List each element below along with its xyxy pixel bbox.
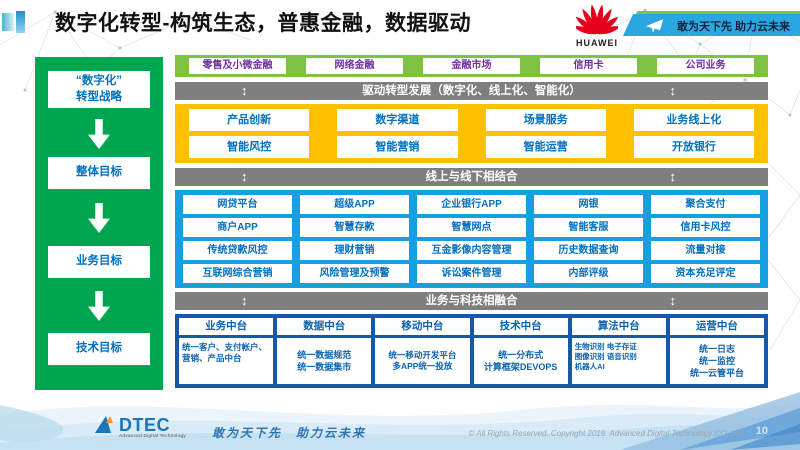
banner-label: 业务与科技相融合: [425, 295, 518, 307]
platform-column-operation: 运营中台 统一日志 统一监控 统一云管平台: [669, 318, 765, 384]
capability-box: 智能风控: [189, 136, 310, 158]
scenario-box: 智慧存款: [300, 218, 409, 237]
scenario-row: 互联网综合营销风险管理及预警诉讼案件管理内部评级资本充足评定: [183, 264, 760, 283]
copyright-text: © All Rights Reserved. Copyright 2019. A…: [468, 429, 742, 438]
capability-section: 产品创新 数字渠道 场景服务 业务线上化 智能风控 智能营销 智能运营 开放银行: [175, 104, 768, 163]
scenario-row: 传统贷款风控理财营销互金影像内容管理历史数据查询流量对接: [183, 241, 760, 260]
updown-arrow-icon: ↕: [669, 293, 677, 308]
scenario-row: 商户APP 智慧存款智慧网点智能客服信用卡风控: [183, 218, 760, 237]
scenario-box: 信用卡风控: [651, 218, 760, 237]
scenario-box: 传统贷款风控: [183, 241, 292, 260]
scenario-row: 网贷平台超级APP 企业银行APP 网银聚合支付: [183, 195, 760, 214]
adtec-logo-text: DTEC Advanced Digital Technology: [119, 416, 186, 440]
paper-plane-icon: [645, 19, 664, 33]
adtec-subtitle: Advanced Digital Technology: [119, 434, 186, 439]
capability-box: 产品创新: [189, 109, 310, 131]
scenario-section: 网贷平台超级APP 企业银行APP 网银聚合支付 商户APP 智慧存款智慧网点智能客服…: [175, 190, 768, 288]
platform-detail: 统一移动开发平台 多APP统一投放: [375, 338, 470, 384]
updown-arrow-icon: ↕: [669, 83, 677, 98]
middle-platform-section: 业务中台 统一客户、支付帐户、营销、产品中台 数据中台 统一数据规范 统一数据集…: [175, 314, 768, 388]
adtec-wordmark: DTEC: [119, 415, 170, 435]
scenario-box: 网贷平台: [183, 195, 292, 214]
adtec-logo: DTEC Advanced Digital Technology: [95, 416, 186, 440]
business-lines-row: 零售及小微金融 网络金融 金融市场 信用卡 公司业务: [175, 55, 768, 77]
business-line-box: 公司业务: [657, 58, 754, 74]
platform-detail: 统一分布式 计算框架DEVOPS: [473, 338, 568, 384]
sidebar-item-business-goal: 业务目标: [48, 246, 150, 278]
top-banner-tagline: 敢为天下先 助力云未来: [677, 20, 791, 33]
banner-drive-transformation: ↕ 驱动转型发展（数字化、线上化、智能化） ↕: [175, 82, 768, 100]
page-title: 数字化转型-构筑生态，普惠金融，数据驱动: [55, 12, 471, 35]
huawei-logo: HUAWEI: [570, 3, 624, 48]
business-line-box: 网络金融: [306, 58, 403, 74]
adtec-triangle-icon: [95, 416, 113, 433]
capability-box: 智能营销: [337, 136, 458, 158]
business-line-box: 信用卡: [540, 58, 637, 74]
updown-arrow-icon: ↕: [241, 293, 248, 308]
scenario-box: 理财营销: [300, 241, 409, 260]
title-accent-bar-2: [16, 11, 25, 33]
updown-arrow-icon: ↕: [241, 169, 248, 184]
platform-title: 技术中台: [473, 318, 568, 335]
scenario-box: 资本充足评定: [651, 264, 760, 283]
down-arrow-icon: [88, 291, 110, 321]
platform-column-business: 业务中台 统一客户、支付帐户、营销、产品中台: [179, 318, 274, 384]
scenario-box: 历史数据查询: [534, 241, 643, 260]
capability-row: 产品创新 数字渠道 场景服务 业务线上化: [189, 109, 754, 131]
capability-box: 开放银行: [633, 136, 754, 158]
scenario-box: 智能客服: [534, 218, 643, 237]
scenario-box: 商户APP: [183, 218, 292, 237]
platform-column-data: 数据中台 统一数据规范 统一数据集市: [277, 318, 372, 384]
capability-box: 场景服务: [485, 109, 606, 131]
platform-detail: 统一数据规范 统一数据集市: [277, 338, 372, 384]
platform-title: 算法中台: [571, 318, 666, 335]
capability-box: 智能运营: [485, 136, 606, 158]
banner-online-offline: ↕ 线上与线下相结合 ↕: [175, 168, 768, 186]
capability-row: 智能风控 智能营销 智能运营 开放银行: [189, 136, 754, 158]
scenario-box: 超级APP: [300, 195, 409, 214]
platform-column-algorithm: 算法中台 生物识别 电子存证 图像识别 语音识别 机器人AI: [571, 318, 666, 384]
scenario-box: 诉讼案件管理: [417, 264, 526, 283]
scenario-box: 互联网综合营销: [183, 264, 292, 283]
sidebar-item-overall-goal: 整体目标: [48, 157, 150, 189]
scenario-box: 风险管理及预警: [300, 264, 409, 283]
business-line-box: 金融市场: [423, 58, 520, 74]
platform-column-mobile: 移动中台 统一移动开发平台 多APP统一投放: [375, 318, 470, 384]
platform-title: 数据中台: [277, 318, 372, 335]
sidebar-item-tech-goal: 技术目标: [48, 333, 150, 365]
updown-arrow-icon: ↕: [241, 83, 248, 98]
platform-title: 运营中台: [669, 318, 765, 335]
banner-label: 驱动转型发展（数字化、线上化、智能化）: [362, 85, 581, 97]
scenario-box: 网银: [534, 195, 643, 214]
updown-arrow-icon: ↕: [669, 169, 677, 184]
down-arrow-icon: [88, 203, 110, 233]
platform-detail: 统一日志 统一监控 统一云管平台: [669, 338, 765, 384]
page-number: 10: [755, 425, 768, 437]
scenario-box: 流量对接: [651, 241, 760, 260]
platform-detail: 统一客户、支付帐户、营销、产品中台: [179, 338, 274, 384]
platform-title: 移动中台: [375, 318, 470, 335]
sidebar-item-strategy: “数字化” 转型战略: [48, 71, 150, 108]
scenario-box: 互金影像内容管理: [417, 241, 526, 260]
title-accent-bar: [2, 13, 14, 31]
footer-tagline: 敢为天下先 助力云未来: [212, 426, 367, 440]
platform-title: 业务中台: [179, 318, 274, 335]
strategy-sidebar: “数字化” 转型战略 整体目标 业务目标 技术目标: [35, 57, 163, 390]
business-line-box: 零售及小微金融: [189, 58, 286, 74]
capability-box: 业务线上化: [633, 109, 754, 131]
platform-detail: 生物识别 电子存证 图像识别 语音识别 机器人AI: [571, 338, 666, 384]
capability-box: 数字渠道: [337, 109, 458, 131]
scenario-box: 聚合支付: [651, 195, 760, 214]
scenario-box: 智慧网点: [417, 218, 526, 237]
banner-label: 线上与线下相结合: [425, 171, 518, 183]
scenario-box: 内部评级: [534, 264, 643, 283]
platform-column-technology: 技术中台 统一分布式 计算框架DEVOPS: [473, 318, 568, 384]
top-banner-content: 敢为天下先 助力云未来: [645, 16, 790, 35]
huawei-flower-icon: [573, 4, 621, 35]
huawei-wordmark: HUAWEI: [576, 38, 618, 48]
scenario-box: 企业银行APP: [417, 195, 526, 214]
banner-business-tech-fusion: ↕ 业务与科技相融合 ↕: [175, 292, 768, 310]
architecture-diagram: 零售及小微金融 网络金融 金融市场 信用卡 公司业务 ↕ 驱动转型发展（数字化、线上化、…: [175, 55, 768, 388]
down-arrow-icon: [88, 119, 110, 149]
